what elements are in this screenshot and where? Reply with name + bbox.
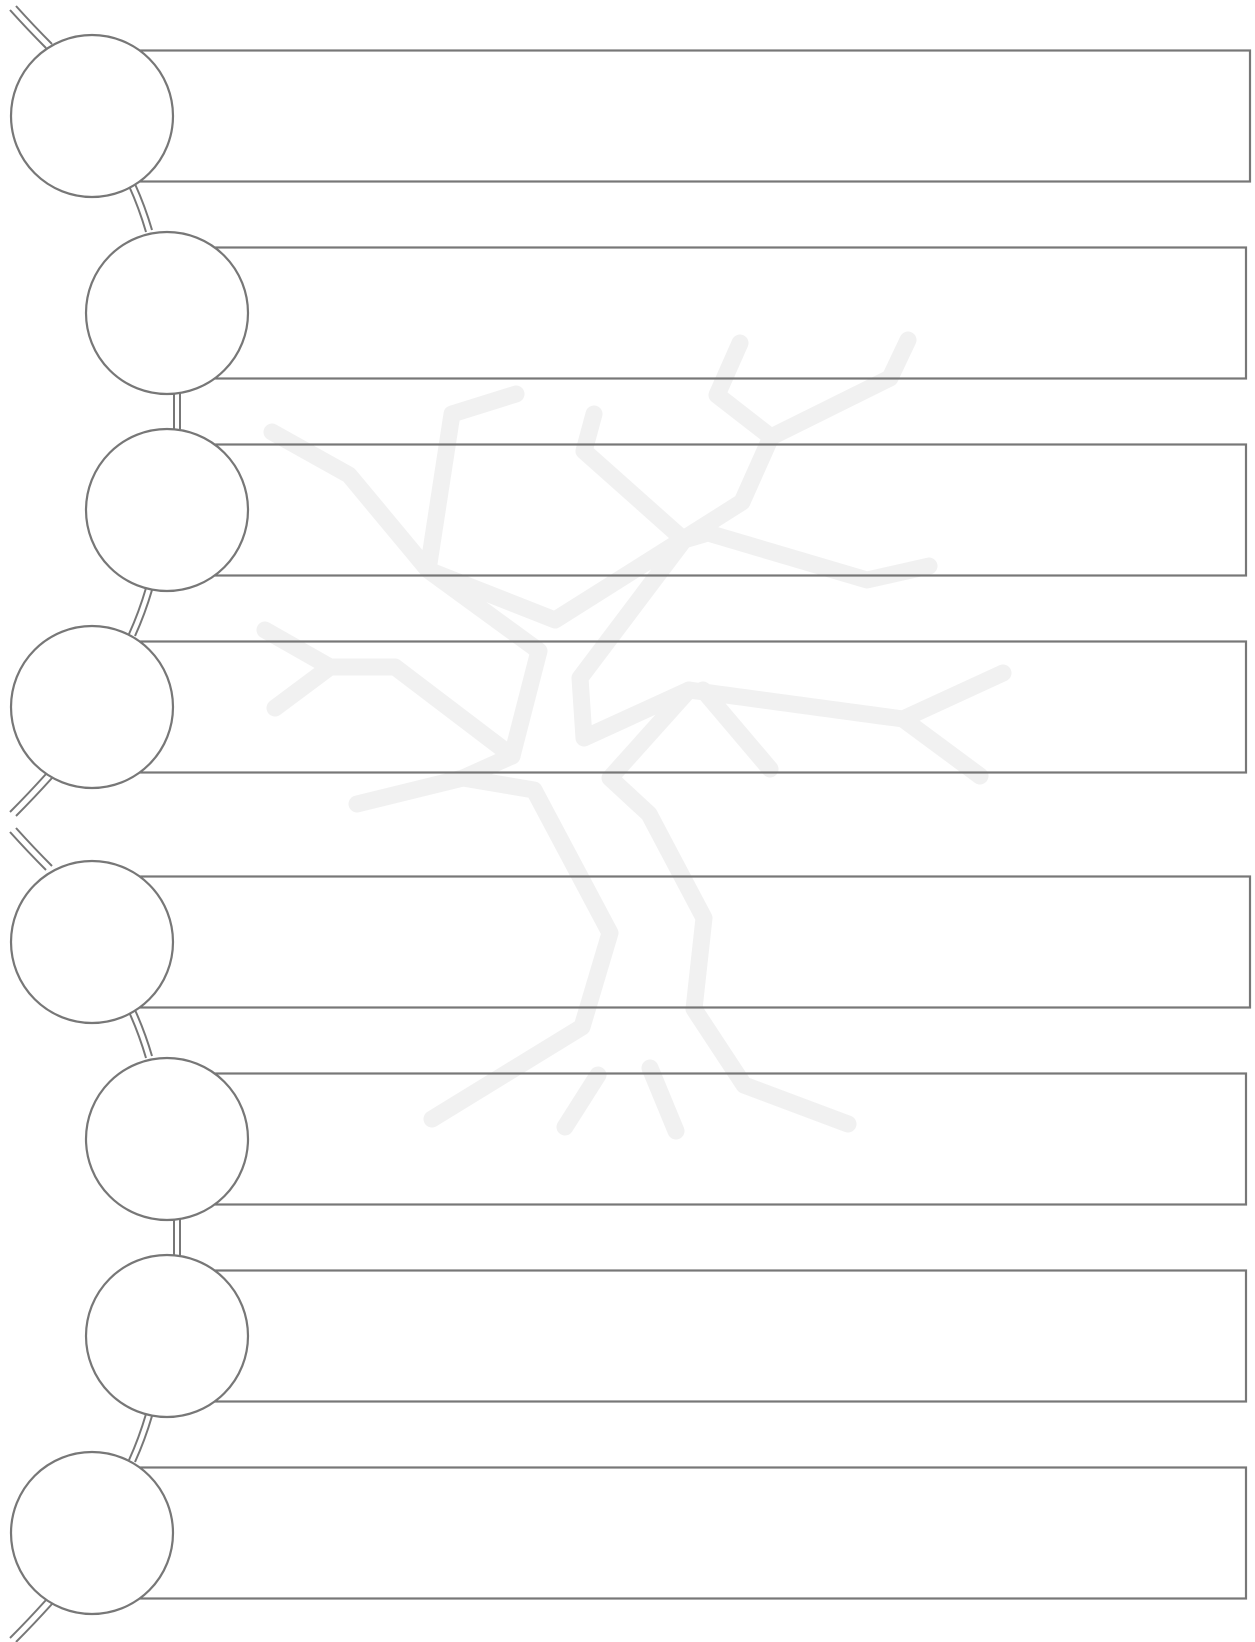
entry-row-7 <box>86 1255 1246 1417</box>
entry-node-circle[interactable] <box>11 35 173 197</box>
entry-row-2 <box>86 232 1246 394</box>
entry-node-circle[interactable] <box>86 232 248 394</box>
entry-node-circle[interactable] <box>11 861 173 1023</box>
entry-row-3 <box>86 429 1246 591</box>
entry-row-4 <box>11 626 1246 788</box>
entry-row-1 <box>11 35 1250 197</box>
entry-node-circle[interactable] <box>86 429 248 591</box>
entry-box[interactable] <box>197 248 1246 379</box>
entry-box[interactable] <box>122 1468 1246 1599</box>
entry-box[interactable] <box>122 51 1250 182</box>
entry-box[interactable] <box>197 1074 1246 1205</box>
entry-row-6 <box>86 1058 1246 1220</box>
entry-node-circle[interactable] <box>11 626 173 788</box>
entry-box[interactable] <box>122 642 1246 773</box>
entry-row-8 <box>11 1452 1246 1614</box>
entry-row-5 <box>11 861 1250 1023</box>
entry-box[interactable] <box>197 1271 1246 1402</box>
entry-box[interactable] <box>197 445 1246 576</box>
entry-box[interactable] <box>122 877 1250 1008</box>
entry-node-circle[interactable] <box>86 1058 248 1220</box>
entry-node-circle[interactable] <box>86 1255 248 1417</box>
entry-node-circle[interactable] <box>11 1452 173 1614</box>
